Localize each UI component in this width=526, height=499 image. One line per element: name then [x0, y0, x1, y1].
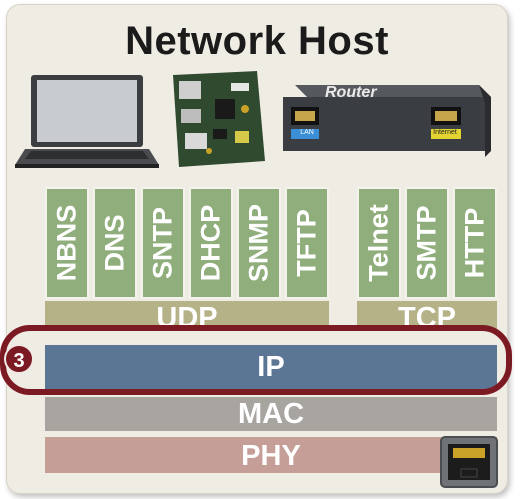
ethernet-jack-icon — [440, 436, 498, 488]
router-label: Router — [325, 84, 377, 101]
protocol-dhcp: DHCP — [189, 187, 233, 299]
router-icon — [283, 85, 491, 157]
laptop-icon — [15, 75, 159, 168]
mac-layer: MAC — [45, 397, 497, 431]
protocol-dns: DNS — [93, 187, 137, 299]
protocol-sntp: SNTP — [141, 187, 185, 299]
protocol-tftp: TFTP — [285, 187, 329, 299]
step-badge: 3 — [4, 344, 34, 374]
protocol-telnet: Telnet — [357, 187, 401, 299]
protocol-nbns: NBNS — [45, 187, 89, 299]
phy-layer: PHY — [45, 437, 497, 473]
ip-highlight-ring — [0, 325, 512, 395]
lan-port-label: LAN — [300, 129, 314, 136]
protocol-smtp: SMTP — [405, 187, 449, 299]
protocol-http: HTTP — [453, 187, 497, 299]
diagram-title: Network Host — [125, 19, 389, 63]
network-host-panel: Network Host Router LAN Internet NBNS — [6, 4, 508, 494]
ip-layer: IP — [45, 345, 497, 389]
internet-port-label: Internet — [433, 129, 457, 136]
protocol-snmp: SNMP — [237, 187, 281, 299]
circuit-board-icon — [173, 71, 265, 167]
